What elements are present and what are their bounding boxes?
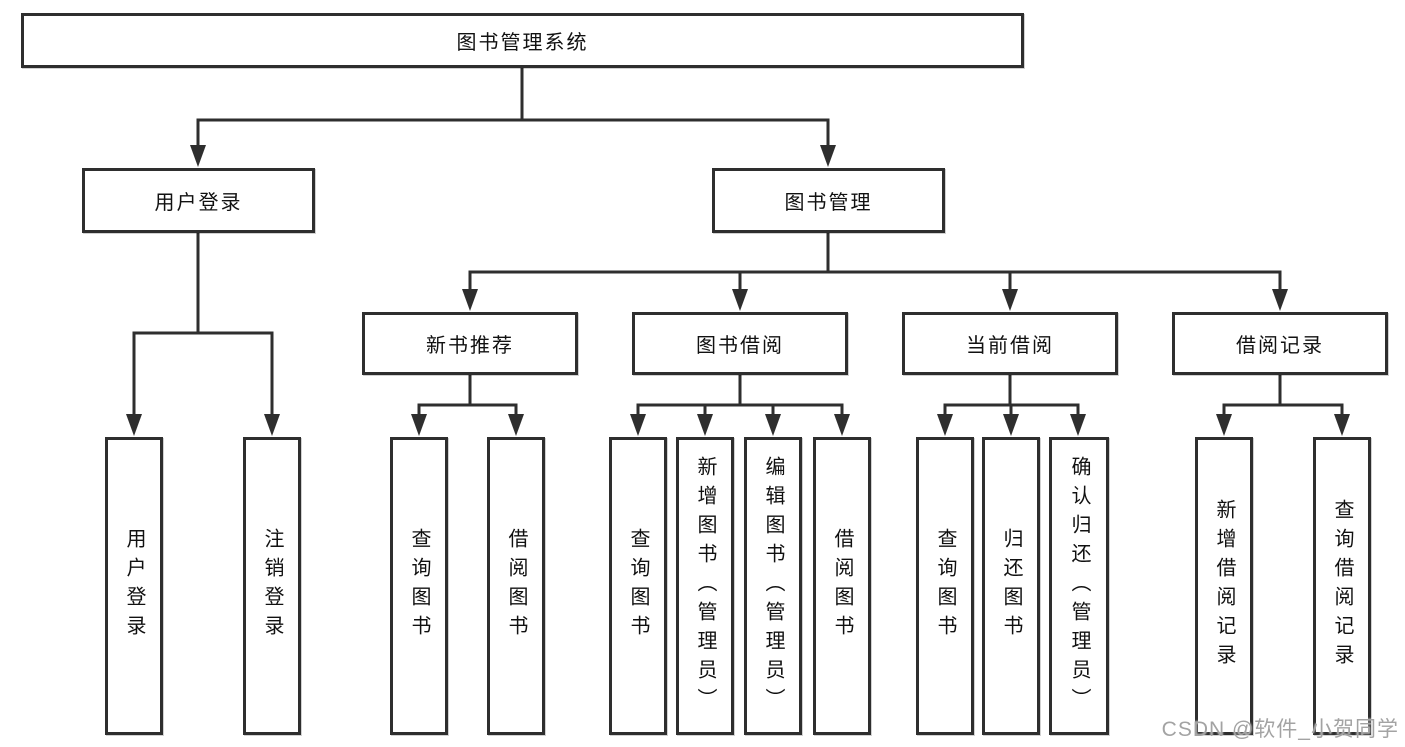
node-label: 新增图书（管理员） bbox=[694, 455, 716, 717]
connector-book-borrowing bbox=[636, 373, 844, 428]
node-library-management-system: 图书管理系统 bbox=[21, 13, 1024, 68]
connector-root-to-level2 bbox=[196, 66, 830, 152]
node-search-books-1: 查询图书 bbox=[390, 437, 448, 735]
node-add-borrow-record: 新增借阅记录 bbox=[1195, 437, 1253, 735]
connector-user-login-to-leaves bbox=[132, 231, 274, 428]
node-label: 确认归还（管理员） bbox=[1068, 455, 1090, 717]
node-label: 注销登录 bbox=[261, 528, 283, 644]
node-label: 用户登录 bbox=[154, 192, 243, 214]
csdn-watermark: CSDN @软件_小贺同学 bbox=[1161, 718, 1399, 741]
node-label: 图书管理 bbox=[784, 192, 873, 214]
node-book-borrowing: 图书借阅 bbox=[632, 312, 848, 375]
node-user-login-leaf: 用户登录 bbox=[105, 437, 163, 735]
node-add-books-admin: 新增图书（管理员） bbox=[676, 437, 734, 735]
node-borrow-books-2: 借阅图书 bbox=[813, 437, 871, 735]
node-current-borrowing: 当前借阅 bbox=[902, 312, 1118, 375]
node-borrow-books-1: 借阅图书 bbox=[487, 437, 545, 735]
node-label: 编辑图书（管理员） bbox=[762, 455, 784, 717]
node-label: 新增借阅记录 bbox=[1213, 499, 1235, 673]
node-search-borrow-record: 查询借阅记录 bbox=[1313, 437, 1371, 735]
node-label: 当前借阅 bbox=[966, 335, 1054, 357]
node-label: 借阅记录 bbox=[1236, 335, 1324, 357]
node-user-login: 用户登录 bbox=[82, 168, 315, 233]
node-label: 借阅图书 bbox=[505, 528, 527, 644]
node-book-management: 图书管理 bbox=[712, 168, 945, 233]
node-search-books-3: 查询图书 bbox=[916, 437, 974, 735]
node-borrowing-records: 借阅记录 bbox=[1172, 312, 1388, 375]
node-label: 用户登录 bbox=[123, 528, 145, 644]
node-label: 新书推荐 bbox=[426, 335, 514, 357]
node-label: 查询图书 bbox=[934, 528, 956, 644]
connector-borrowing-records bbox=[1222, 373, 1344, 428]
arrowheads bbox=[126, 145, 1350, 436]
node-edit-books-admin: 编辑图书（管理员） bbox=[744, 437, 802, 735]
node-new-book-recommendation: 新书推荐 bbox=[362, 312, 578, 375]
node-label: 图书借阅 bbox=[696, 335, 784, 357]
node-logout-leaf: 注销登录 bbox=[243, 437, 301, 735]
node-label: 归还图书 bbox=[1000, 528, 1022, 644]
node-label: 图书管理系统 bbox=[456, 32, 589, 54]
node-search-books-2: 查询图书 bbox=[609, 437, 667, 735]
node-confirm-return-admin: 确认归还（管理员） bbox=[1049, 437, 1109, 735]
node-label: 借阅图书 bbox=[831, 528, 853, 644]
node-label: 查询图书 bbox=[627, 528, 649, 644]
node-label: 查询图书 bbox=[408, 528, 430, 644]
connector-book-management-to-level3 bbox=[468, 231, 1282, 302]
connector-new-book-recommendation bbox=[417, 373, 518, 428]
node-label: 查询借阅记录 bbox=[1331, 499, 1353, 673]
node-return-books: 归还图书 bbox=[982, 437, 1040, 735]
